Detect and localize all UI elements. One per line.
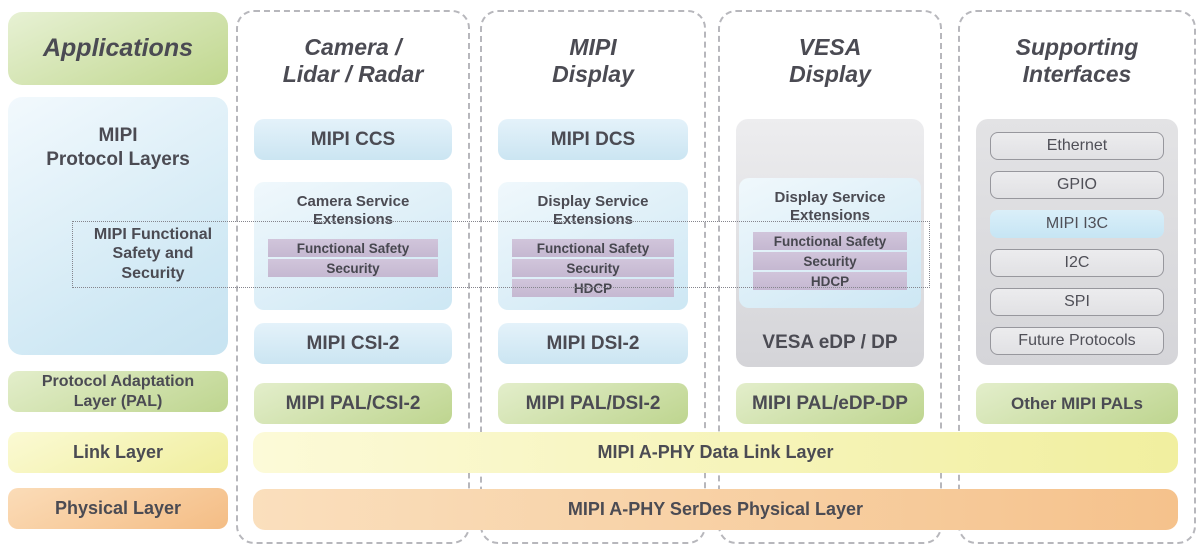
mipi-dcs-label: MIPI DCS [550, 128, 636, 150]
display-service-extensions-box-vesa: Display Service Extensions Functional Sa… [739, 178, 921, 308]
feature-functional-safety: Functional Safety [753, 232, 907, 250]
feature-security: Security [512, 259, 674, 277]
aphy-data-link-layer-label: MIPI A-PHY Data Link Layer [597, 442, 834, 462]
pal-row-label-text: Protocol Adaptation Layer (PAL) [41, 373, 195, 410]
column-camera-title: Camera / Lidar / Radar [282, 34, 424, 87]
applications-header: Applications [8, 12, 228, 85]
column-supporting-interfaces-title: Supporting Interfaces [1015, 34, 1139, 87]
camera-service-extensions-box: Camera Service Extensions Functional Saf… [254, 182, 452, 310]
interface-i2c: I2C [990, 249, 1164, 277]
mipi-pal-csi2-box: MIPI PAL/CSI-2 [254, 383, 452, 424]
mipi-ccs-label: MIPI CCS [310, 128, 396, 150]
column-mipi-display-title: MIPI Display [552, 34, 634, 87]
display-service-extensions-title-mipi: Display Service Extensions [537, 193, 649, 229]
physical-layer-row-label: Physical Layer [8, 488, 228, 529]
mipi-protocol-layers-box: MIPI Protocol Layers [8, 97, 228, 355]
interface-future-protocols: Future Protocols [990, 327, 1164, 355]
other-mipi-pals-box: Other MIPI PALs [976, 383, 1178, 424]
physical-layer-label-text: Physical Layer [54, 498, 182, 518]
feature-security: Security [268, 259, 438, 277]
mipi-pal-csi2-label: MIPI PAL/CSI-2 [285, 392, 421, 414]
feature-hdcp: HDCP [753, 272, 907, 290]
interface-mipi-i3c: MIPI I3C [990, 210, 1164, 238]
link-layer-label-text: Link Layer [72, 442, 164, 462]
mipi-dsi2-label: MIPI DSI-2 [546, 332, 640, 354]
other-mipi-pals-label: Other MIPI PALs [1011, 393, 1143, 413]
mipi-dsi2-box: MIPI DSI-2 [498, 323, 688, 364]
mipi-pal-dsi2-label: MIPI PAL/DSI-2 [525, 392, 661, 414]
aphy-data-link-layer-bar: MIPI A-PHY Data Link Layer [253, 432, 1178, 473]
vesa-display-feature-stack: Functional Safety Security HDCP [753, 232, 907, 292]
mipi-display-feature-stack: Functional Safety Security HDCP [512, 239, 674, 299]
aphy-serdes-physical-layer-label: MIPI A-PHY SerDes Physical Layer [567, 499, 864, 519]
interface-ethernet: Ethernet [990, 132, 1164, 160]
feature-security: Security [753, 252, 907, 270]
link-layer-row-label: Link Layer [8, 432, 228, 473]
protocol-adaptation-layer-row-label: Protocol Adaptation Layer (PAL) [8, 371, 228, 412]
mipi-protocol-layers-label: MIPI Protocol Layers [46, 125, 190, 170]
interface-gpio: GPIO [990, 171, 1164, 199]
mipi-csi2-label: MIPI CSI-2 [306, 332, 400, 354]
mipi-dcs-box: MIPI DCS [498, 119, 688, 160]
aphy-serdes-physical-layer-bar: MIPI A-PHY SerDes Physical Layer [253, 489, 1178, 530]
mipi-pal-edp-dp-label: MIPI PAL/eDP-DP [752, 392, 908, 414]
feature-functional-safety: Functional Safety [512, 239, 674, 257]
mipi-pal-edp-dp-box: MIPI PAL/eDP-DP [736, 383, 924, 424]
mipi-pal-dsi2-box: MIPI PAL/DSI-2 [498, 383, 688, 424]
feature-functional-safety: Functional Safety [268, 239, 438, 257]
interface-spi: SPI [990, 288, 1164, 316]
display-service-extensions-box-mipi: Display Service Extensions Functional Sa… [498, 182, 688, 310]
mipi-csi2-box: MIPI CSI-2 [254, 323, 452, 364]
column-vesa-display-title: VESA Display [789, 34, 871, 87]
camera-service-feature-stack: Functional Safety Security [268, 239, 438, 279]
display-service-extensions-title-vesa: Display Service Extensions [774, 189, 886, 225]
camera-service-extensions-title: Camera Service Extensions [296, 193, 410, 229]
feature-hdcp: HDCP [512, 279, 674, 297]
vesa-edp-dp-label: VESA eDP / DP [762, 332, 898, 353]
supporting-interfaces-box: Ethernet GPIO MIPI I3C I2C SPI Future Pr… [976, 119, 1178, 365]
vesa-edp-dp-box: Display Service Extensions Functional Sa… [736, 119, 924, 367]
applications-label: Applications [42, 34, 193, 62]
mipi-ccs-box: MIPI CCS [254, 119, 452, 160]
